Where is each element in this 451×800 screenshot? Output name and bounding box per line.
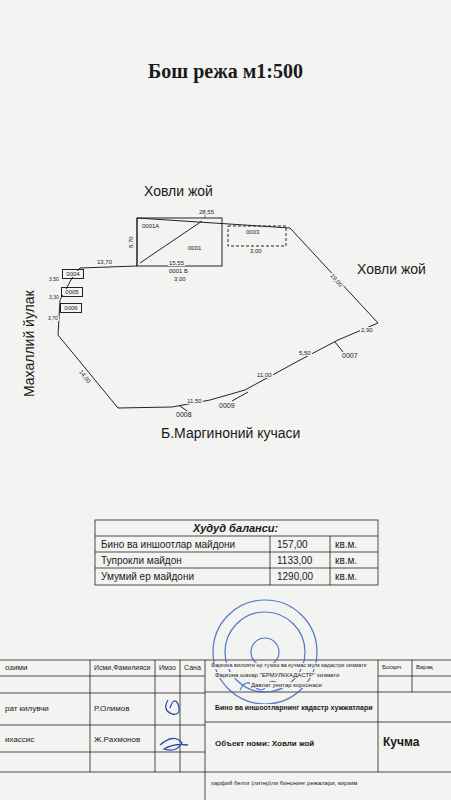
title-block-text: Фарғона вилояти ер тузиш ва кучмас мулк … bbox=[210, 663, 368, 669]
signature bbox=[160, 700, 188, 750]
table-cell: кв.м. bbox=[334, 572, 358, 582]
title-block-text: Сана bbox=[183, 664, 202, 671]
title-block-text: харфий белги (литер)ли бинонинг режалари… bbox=[210, 780, 358, 786]
page-title: Бош режа м1:500 bbox=[0, 60, 451, 83]
building-box: 0004 bbox=[62, 269, 84, 279]
shed-outline bbox=[228, 226, 286, 246]
title-block-text: Фарғона шахар "ЕРМУЛККАДАСТР" хизмати bbox=[214, 672, 340, 678]
plot-boundary bbox=[58, 218, 378, 408]
building-box: 0003 bbox=[229, 227, 285, 245]
dimension-label: 11,50 bbox=[186, 398, 203, 404]
dimension-label: 3,50 bbox=[48, 277, 60, 282]
title-block-text: Кучма bbox=[382, 736, 420, 748]
building-box: 0001A bbox=[138, 219, 178, 235]
dimension-label: 0001 Б bbox=[168, 268, 189, 274]
street-label: Махаллий йулак bbox=[22, 289, 36, 398]
leader-line bbox=[232, 392, 248, 401]
balance-table bbox=[95, 520, 378, 585]
dimension-label: 3,70 bbox=[47, 316, 59, 321]
title-block-text: Босқич bbox=[381, 664, 402, 670]
title-block-text: Варақ bbox=[415, 664, 434, 670]
street-label: Б.Маргиноний кучаси bbox=[160, 426, 301, 440]
table-cell: 1290,00 bbox=[276, 572, 314, 582]
leader-line bbox=[335, 342, 343, 352]
dimension-label: 0007 bbox=[341, 352, 359, 359]
title-block-text: озими bbox=[4, 664, 28, 672]
building-number: 0003 bbox=[245, 229, 260, 235]
building-number: 0001A bbox=[141, 223, 160, 229]
building-box: 0006 bbox=[60, 303, 82, 313]
title-block-text: Имзо bbox=[158, 664, 177, 671]
table-cell: Умумий ер майдони bbox=[100, 572, 195, 582]
dimension-label: 3,00 bbox=[249, 248, 263, 254]
building-number: 0001 bbox=[187, 245, 202, 251]
building-number: 0006 bbox=[61, 305, 81, 311]
dimension-label: 19,00 bbox=[329, 272, 345, 289]
building-outline bbox=[137, 218, 222, 266]
table-cell: 1133,00 bbox=[276, 556, 313, 566]
dimension-label: 3,00 bbox=[173, 276, 187, 282]
dimension-label: 2,90 bbox=[360, 327, 374, 333]
dimension-label: 0008 bbox=[175, 411, 193, 418]
table-cell: Худуд баланси: bbox=[192, 523, 279, 534]
title-block-text: Р.Олимов bbox=[93, 705, 131, 713]
title-block-text: Ж.Рахмонов bbox=[93, 736, 141, 744]
dimension-label: 28,55 bbox=[198, 209, 215, 215]
title-block-text: Исми,Фамилияси bbox=[93, 664, 151, 671]
table-cell: кв.м. bbox=[334, 540, 358, 550]
dimension-label: 11,00 bbox=[256, 372, 273, 378]
building-box: 0005 bbox=[61, 287, 83, 297]
building-box: 0001 0001A bbox=[137, 218, 222, 266]
table-cell: Бино ва иншоотлар майдони bbox=[100, 540, 236, 550]
title-block-text: ихассис bbox=[4, 736, 35, 744]
title-block-text: Объект номи: Ховли жой bbox=[214, 740, 315, 748]
dimension-label: 15,55 bbox=[168, 260, 185, 266]
dimension-label: 5,50 bbox=[298, 350, 312, 356]
dimension-label: 8,70 bbox=[128, 235, 134, 249]
title-block-text: Бино ва иншоотларнинг кадастр хужжатлари bbox=[214, 704, 374, 711]
building-diagonal bbox=[140, 221, 202, 263]
neighbor-label: Ховли жой bbox=[356, 262, 427, 276]
neighbor-label: Ховли жой bbox=[143, 184, 214, 198]
round-stamp bbox=[213, 600, 317, 704]
title-block-text: Давлат унитар корхонаси bbox=[250, 682, 323, 688]
table-cell: Тупрокли майдон bbox=[100, 556, 183, 566]
table-cell: кв.м. bbox=[334, 556, 358, 566]
building-number: 0005 bbox=[62, 289, 82, 295]
table-cell: 157,00 bbox=[276, 540, 309, 550]
dimension-label: 14,00 bbox=[77, 368, 92, 385]
title-block bbox=[0, 660, 451, 800]
building-number: 0004 bbox=[63, 271, 83, 277]
dimension-label: 3,30 bbox=[48, 295, 60, 300]
dimension-label: 0009 bbox=[218, 402, 236, 409]
dimension-label: 13,70 bbox=[96, 259, 113, 265]
title-block-text: рат килувчи bbox=[4, 705, 50, 713]
